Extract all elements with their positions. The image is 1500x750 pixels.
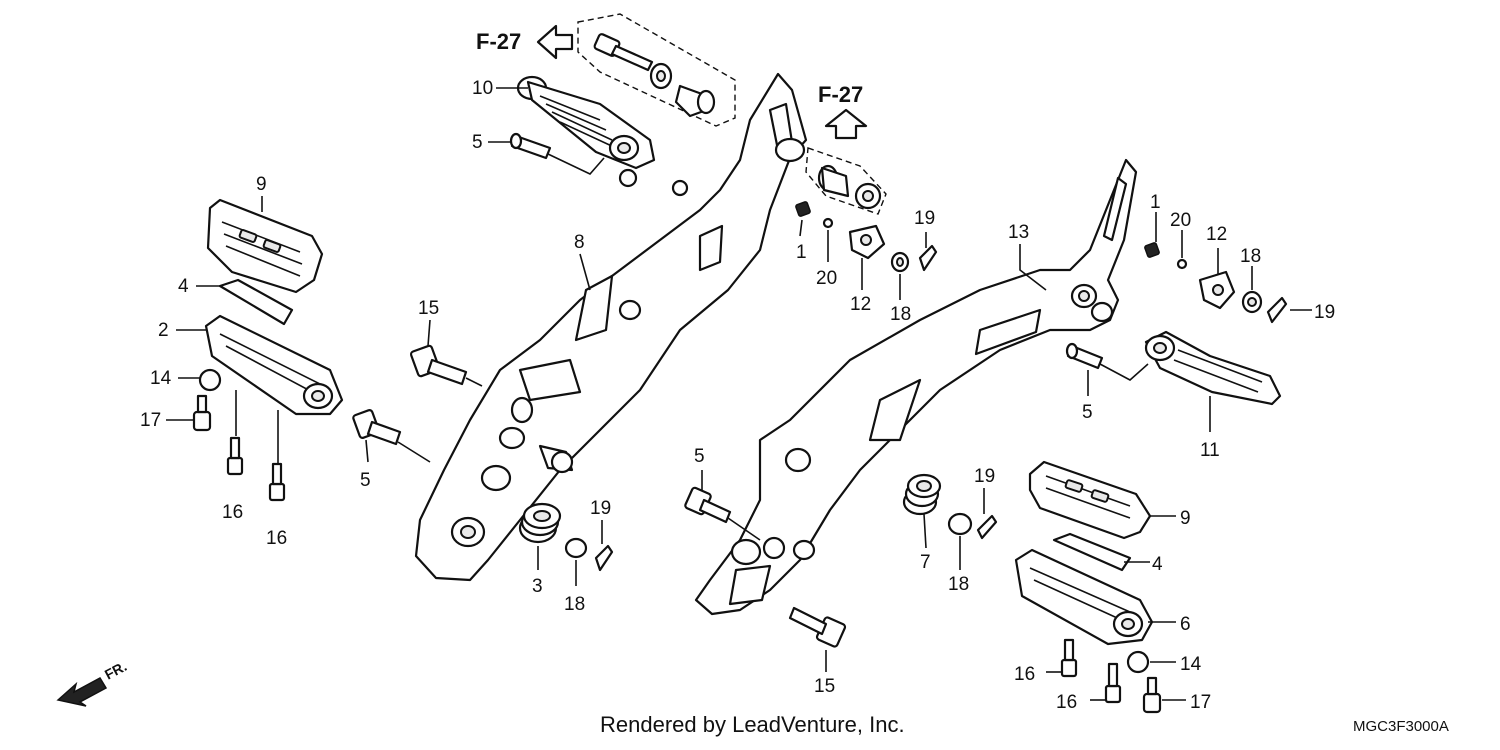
callout-8: 8 [574,232,585,253]
clip-group-right [1144,242,1288,324]
bolt-16-left-b [268,462,286,502]
callout-4: 4 [1152,554,1163,575]
callout-1: 1 [1150,192,1161,213]
callout-19: 19 [590,498,611,519]
callout-14: 14 [150,368,172,389]
reference-arrow-up: F-27 [818,82,868,140]
callout-17: 17 [140,410,161,431]
callout-20: 20 [1170,210,1191,231]
callout-18: 18 [564,594,585,615]
footpeg-11 [1144,330,1282,406]
clip-group-left [795,201,938,273]
plate-4-right [1052,532,1132,572]
callout-2: 2 [158,320,169,341]
callout-6: 6 [1180,614,1191,635]
callout-15: 15 [418,298,439,319]
callout-10: 10 [472,78,493,99]
footpeg-2 [204,314,344,416]
bolt-16-left-a [226,436,244,476]
footpeg-rubber-9-right [1028,460,1152,540]
bolt-17-left [192,394,212,432]
bolt-17-right [1142,676,1162,714]
pin-5-top [509,132,552,160]
callout-18: 18 [1240,246,1261,267]
callout-20: 20 [816,268,837,289]
cap-14-right [1126,650,1150,674]
clip-19-left [594,544,614,572]
callout-19: 19 [974,466,995,487]
callout-3: 3 [532,576,543,597]
diagram-code: MGC3F3000A [1353,718,1449,735]
ref-label-left: F-27 [476,29,521,54]
callout-16: 16 [1056,692,1077,713]
callout-16: 16 [266,528,287,549]
bolt-5-middle [352,409,402,446]
callout-5: 5 [694,446,705,467]
bolt-16-right-b [1104,662,1122,704]
pivot-bolt-right [817,164,882,210]
footpeg-rubber-9-left [206,198,324,294]
ref-label-right: F-27 [818,82,863,107]
front-arrow-label: FR. [102,658,129,683]
callout-19: 19 [1314,302,1335,323]
callout-9: 9 [1180,508,1191,529]
clip-19-right-lower [976,514,998,540]
spring-3 [518,502,562,544]
callout-7: 7 [920,552,931,573]
callout-17: 17 [1190,692,1211,713]
bolt-5-lower [684,486,732,524]
callout-18: 18 [948,574,969,595]
callout-4: 4 [178,276,189,297]
front-direction-arrow: FR. [56,658,129,707]
footpeg-10 [516,75,656,170]
spring-7 [902,473,942,516]
callout-15: 15 [814,676,835,697]
reference-arrow-left: F-27 [476,24,574,60]
callout-labels: 10 5 9 4 2 14 17 16 16 8 15 5 3 18 19 1 … [140,78,1335,713]
bolt-15-lower [788,606,847,648]
pin-5-right [1065,342,1104,370]
callout-5: 5 [1082,402,1093,423]
plate-4-left [218,278,294,326]
callout-13: 13 [1008,222,1029,243]
pivot-bolt-top [593,33,716,118]
callout-12: 12 [850,294,871,315]
leader-lines [166,87,1312,701]
right-step-bracket [694,158,1138,616]
callout-19: 19 [914,208,935,229]
bolt-15-upper [409,344,468,386]
cap-14-left [198,368,222,392]
bolt-16-right-a [1060,638,1078,678]
callout-5: 5 [472,132,483,153]
washer-18-left [564,537,588,559]
callout-12: 12 [1206,224,1227,245]
callout-11: 11 [1200,440,1220,461]
left-step-bracket [414,72,808,582]
washer-18-right-lower [947,512,973,536]
callout-9: 9 [256,174,267,195]
callout-18: 18 [890,304,911,325]
footpeg-6 [1014,548,1154,646]
callout-16: 16 [1014,664,1035,685]
callout-5: 5 [360,470,371,491]
callout-14: 14 [1180,654,1202,675]
callout-1: 1 [796,242,807,263]
render-credit: Rendered by LeadVenture, Inc. [600,712,905,737]
callout-16: 16 [222,502,243,523]
